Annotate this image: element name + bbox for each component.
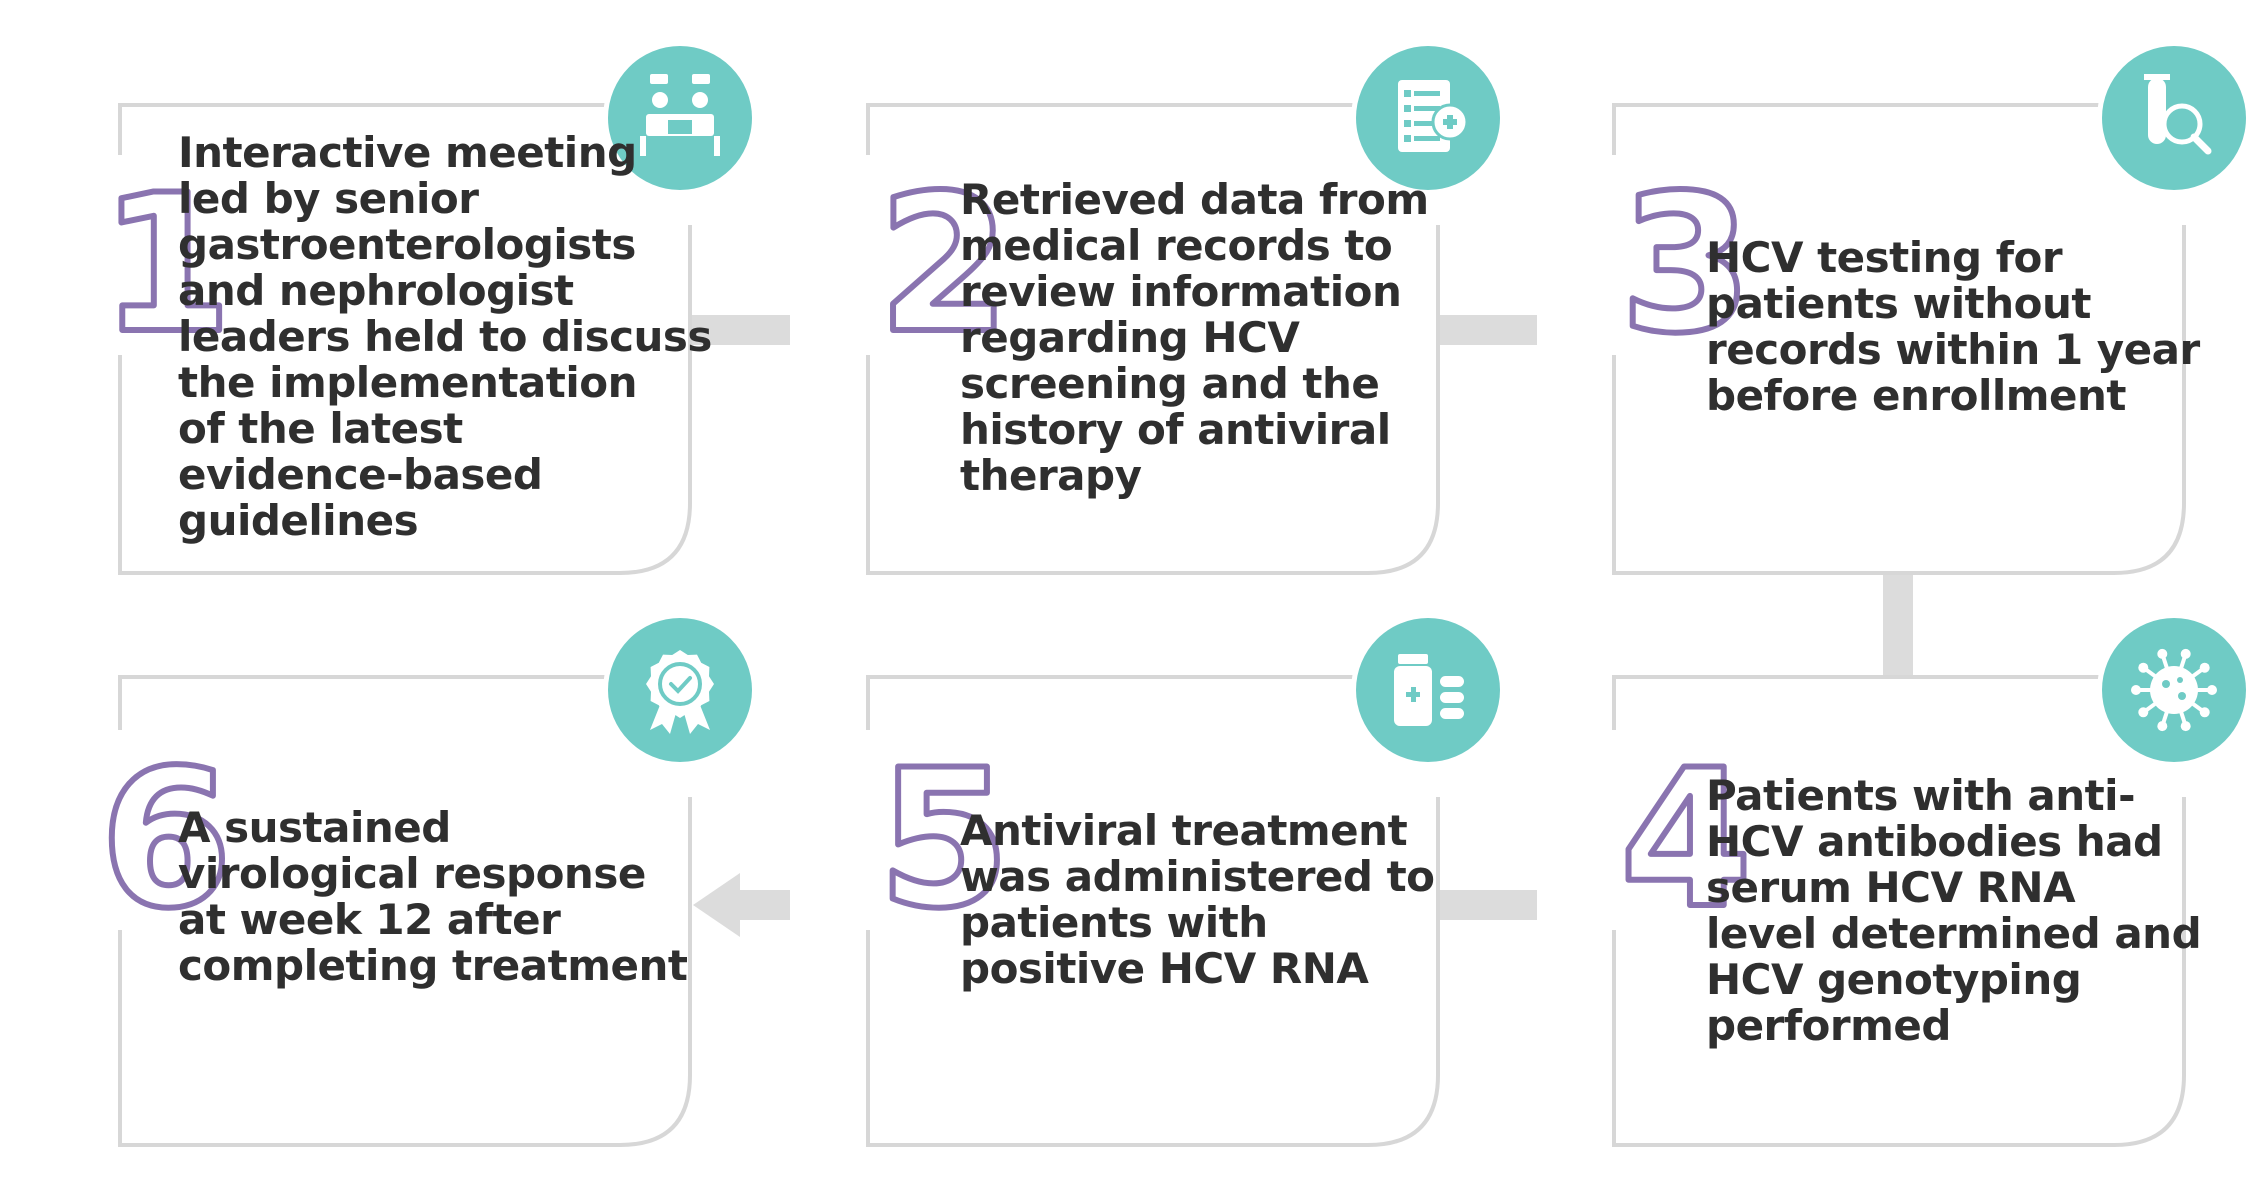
step-2-text-line: screening and the [960,359,1380,408]
award-badge-icon [646,650,714,734]
step-6-text-line: completing treatment [178,941,688,990]
step-5-icon-group [1351,613,1505,767]
connector-1-2 [690,315,790,345]
step-5-text-line: was administered to [960,852,1435,901]
step-2-text-line: history of antiviral [960,405,1391,454]
step-1-text-line: led by senior [178,174,479,223]
step-2-text-line: regarding HCV [960,313,1300,362]
connector-4-5 [1437,890,1537,920]
step-1-text-line: of the latest [178,404,463,453]
step-6-number-group: 6 [88,726,235,953]
step-4-text-line: level determined and [1706,909,2202,958]
step-6-text-line: virological response [178,849,646,898]
step-4-icon-group [2097,613,2250,767]
step-1-text-line: gastroenterologists [178,220,636,269]
step-1-text-line: leaders held to discuss [178,312,712,361]
step-4-box [1612,675,2186,1147]
step-1-text-line: the implementation [178,358,637,407]
step-2-text-line: Retrieved data from [960,175,1429,224]
step-1-box [118,103,692,575]
step-3-text-line: HCV testing for [1706,233,2063,282]
step-4-number-group: 4 [1608,726,1755,953]
step-4-text-line: HCV genotyping [1706,955,2082,1004]
step-1-number-group: 1 [88,151,235,378]
step-6-number: 6 [100,729,232,950]
step-4-text-line: serum HCV RNA [1706,863,2076,912]
meeting-icon [640,74,720,156]
step-6-icon-group [603,613,757,767]
connectors [690,315,1913,937]
arrow-5-6 [693,873,790,937]
step-3-number: 3 [1620,154,1752,375]
step-5-text-line: positive HCV RNA [960,944,1369,993]
step-4-text-line: HCV antibodies had [1706,817,2163,866]
step-4-text-line: Patients with anti- [1706,771,2136,820]
connector-3-4 [1883,573,1913,678]
step-5-number-group: 5 [866,726,1013,953]
step-5-text-line: patients with [960,898,1268,947]
step-2-number-group: 2 [866,151,1013,378]
step-4-number: 4 [1620,729,1752,950]
step-3-text-line: before enrollment [1706,371,2126,420]
connector-2-3 [1437,315,1537,345]
step-1-icon-group [603,41,757,195]
step-6-box [118,675,692,1147]
step-3-text-line: records within 1 year [1706,325,2200,374]
step-icons [603,41,2250,767]
virus-icon [2131,648,2217,732]
step-2-icon-group [1351,41,1505,195]
step-2-text-line: medical records to [960,221,1393,270]
step-5-number: 5 [878,729,1010,950]
step-3-box [1612,103,2186,575]
step-2-text-line: therapy [960,451,1142,500]
step-1-text-line: evidence-based [178,450,543,499]
step-3-text-line: patients without [1706,279,2091,328]
step-1-text-line: guidelines [178,496,419,545]
step-2-number: 2 [878,154,1010,375]
step-1-number: 1 [100,154,232,375]
step-1-text-line: and nephrologist [178,266,574,315]
step-boxes [118,103,2186,1147]
step-6-text-line: A sustained [178,803,451,852]
step-5-text-line: Antiviral treatment [960,806,1408,855]
test-tube-search-icon [2144,74,2212,155]
step-2-box [866,103,1440,575]
step-numbers: 1 2 3 4 5 6 [88,151,1755,953]
step-3-number-group: 3 [1608,151,1755,378]
medicine-bottle-icon [1394,654,1464,726]
step-6-text-line: at week 12 after [178,895,561,944]
step-2-text-line: review information [960,267,1402,316]
step-3-icon-group [2097,41,2250,195]
step-1-text-line: Interactive meeting [178,128,637,177]
step-4-text-line: performed [1706,1001,1951,1050]
medical-records-icon [1398,80,1469,152]
step-5-box [866,675,1440,1147]
